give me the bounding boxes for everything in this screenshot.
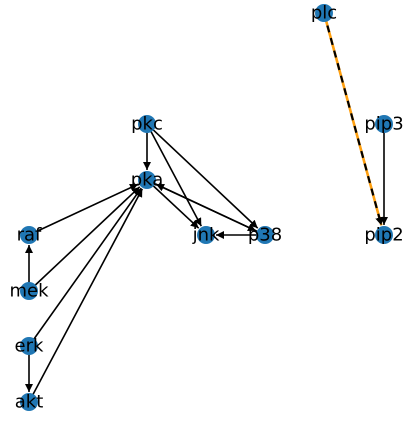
- labels-layer: plc pip3 pip2 pkc pka raf mek jnk p38 erk akt: [9, 3, 403, 413]
- node-raf: [20, 226, 38, 244]
- edge-pka-to-jnk: [146, 179, 200, 229]
- node-label-pip3: pip3: [364, 114, 403, 135]
- node-label-plc: plc: [311, 3, 337, 24]
- node-plc: [315, 4, 333, 22]
- node-pka: [138, 171, 156, 189]
- node-akt: [20, 393, 38, 411]
- node-label-jnk: jnk: [192, 225, 220, 246]
- node-p38: [256, 226, 274, 244]
- edge-pkc-to-jnk: [146, 123, 203, 227]
- node-label-p38: p38: [248, 225, 282, 246]
- edge-erk-to-pka: [28, 187, 142, 347]
- node-jnk: [197, 226, 215, 244]
- node-pip2: [375, 226, 393, 244]
- node-label-pka: pka: [131, 170, 164, 191]
- edge-p38-to-pka: [155, 183, 266, 236]
- node-pip3: [375, 115, 393, 133]
- edge-plc-to-pip2: [322, 12, 384, 226]
- edge-mek-to-pka: [28, 186, 141, 292]
- edges-layer: [25, 12, 388, 403]
- node-label-pkc: pkc: [131, 114, 163, 135]
- node-pkc: [138, 115, 156, 133]
- node-label-pip2: pip2: [364, 225, 403, 246]
- edge-akt-to-pka: [28, 188, 144, 403]
- edge-pkc-to-p38: [146, 123, 259, 229]
- node-label-akt: akt: [15, 392, 44, 413]
- nodes-layer: [20, 4, 393, 411]
- node-label-raf: raf: [17, 225, 42, 246]
- node-mek: [20, 282, 38, 300]
- edge-raf-to-pka: [28, 183, 139, 236]
- node-erk: [20, 337, 38, 355]
- node-label-erk: erk: [15, 336, 44, 357]
- node-label-mek: mek: [9, 281, 49, 302]
